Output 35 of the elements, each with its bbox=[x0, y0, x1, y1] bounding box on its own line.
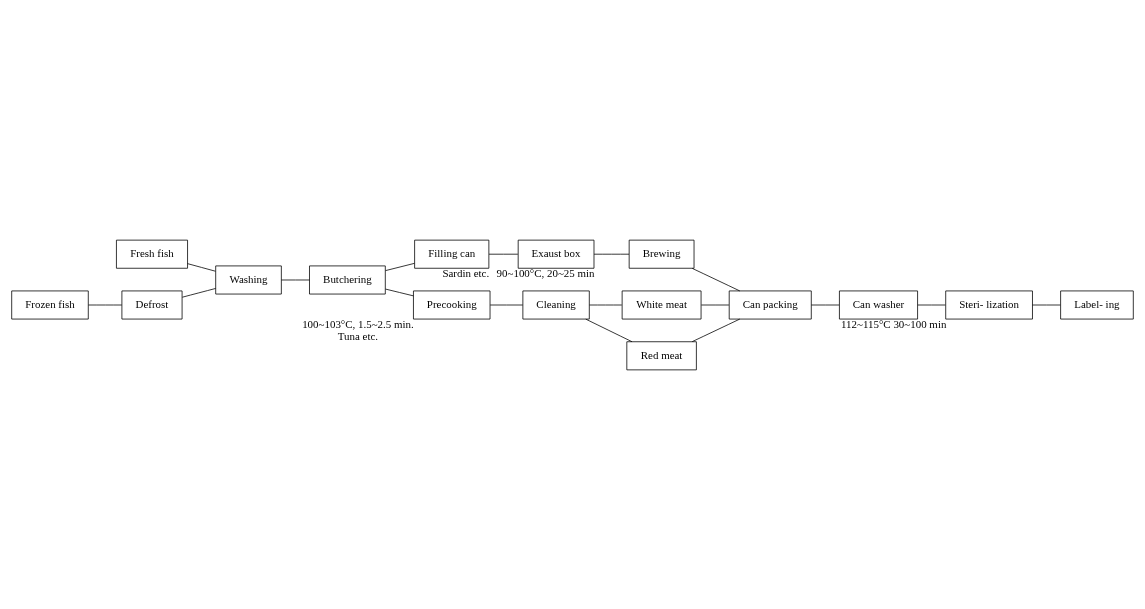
node-box: Frozen fish bbox=[11, 290, 89, 319]
connector bbox=[585, 318, 633, 342]
connector bbox=[385, 288, 414, 296]
connector bbox=[593, 253, 630, 255]
node-box: Steri- lization bbox=[945, 290, 1033, 319]
node-box: Precooking bbox=[413, 290, 491, 319]
connector bbox=[88, 304, 123, 305]
node-box: Cleaning bbox=[522, 290, 590, 319]
node-box: Red meat bbox=[626, 340, 697, 370]
connector bbox=[691, 318, 741, 342]
node-box: Filling can bbox=[414, 239, 490, 269]
node-box: Can packing bbox=[728, 290, 812, 319]
node-box: Brewing bbox=[628, 239, 695, 269]
node-label: 112~115°C 30~100 min bbox=[841, 317, 947, 330]
node-box: Fresh fish bbox=[116, 239, 188, 269]
connector bbox=[917, 304, 946, 305]
connector bbox=[181, 287, 216, 298]
node-box: Can washer bbox=[839, 290, 918, 319]
node-label: Tuna etc. bbox=[337, 329, 379, 342]
node-label: Sardin etc. bbox=[442, 266, 490, 279]
node-box: Washing bbox=[215, 265, 282, 294]
node-label: 100~103°C, 1.5~2.5 min. bbox=[302, 317, 414, 330]
connector bbox=[589, 304, 623, 305]
connector bbox=[1032, 304, 1061, 305]
connector bbox=[810, 304, 840, 305]
node-box: White meat bbox=[621, 290, 702, 319]
connector bbox=[385, 262, 415, 271]
node-box: Defrost bbox=[121, 290, 183, 319]
connector bbox=[691, 267, 741, 291]
node-label: 90~100°C, 20~25 min bbox=[496, 266, 595, 279]
connector bbox=[187, 262, 216, 272]
node-box: Label- ing bbox=[1060, 290, 1134, 319]
connector bbox=[281, 279, 310, 280]
node-box: Exaust box bbox=[517, 239, 595, 269]
node-box: Butchering bbox=[309, 265, 386, 294]
